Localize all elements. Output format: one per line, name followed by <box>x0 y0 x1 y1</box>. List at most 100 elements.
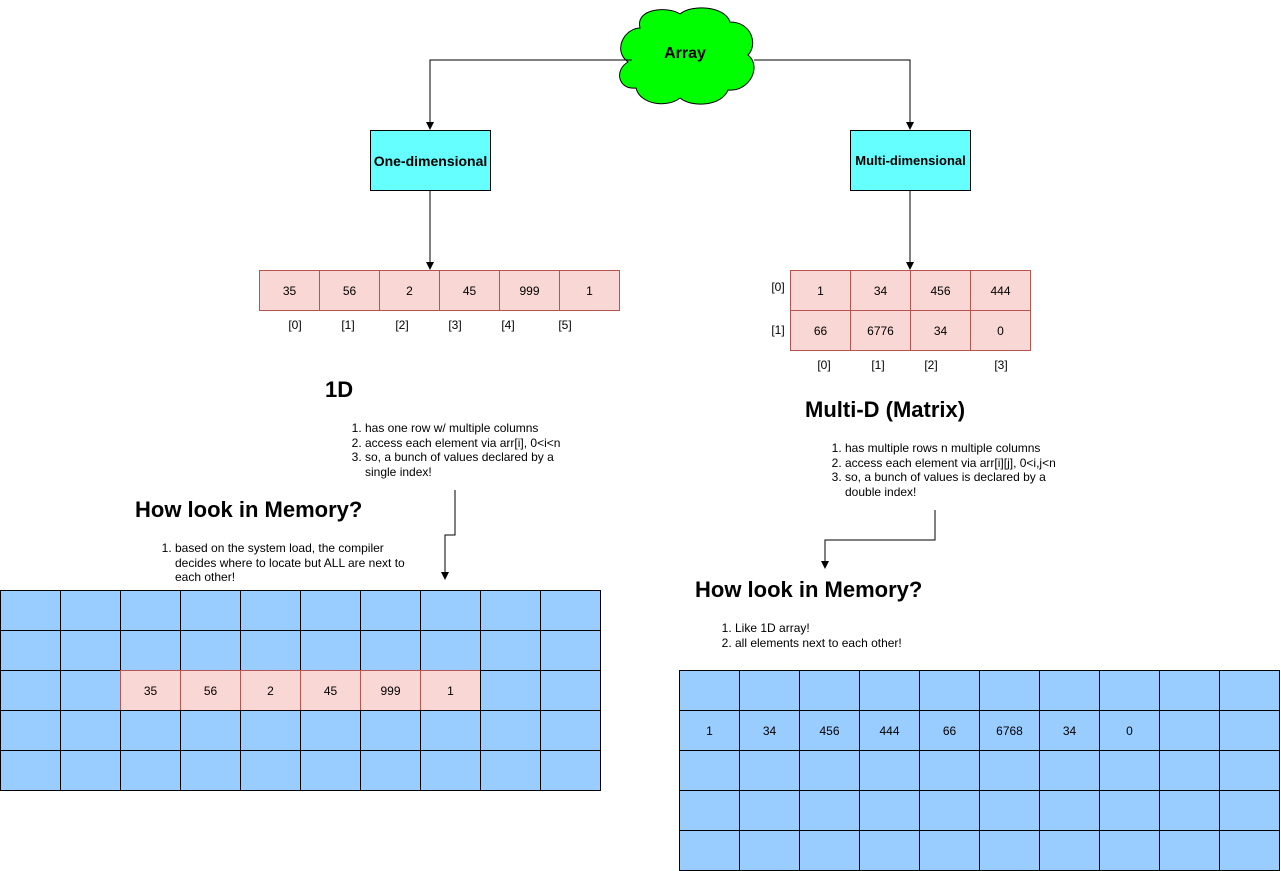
memory-cell-value: 56 <box>180 670 241 711</box>
array-cell: 56 <box>319 270 380 311</box>
memory-cell <box>180 710 241 751</box>
matrix-cell: 34 <box>850 270 911 311</box>
multi-d-notes: has multiple rows n multiple columns acc… <box>830 441 1080 499</box>
memory-cell <box>180 590 241 631</box>
memory-cell <box>120 710 181 751</box>
memory-cell <box>540 750 601 791</box>
memory-cell-value: 34 <box>739 710 800 751</box>
note-item: so, a bunch of values is declared by a d… <box>845 470 1080 499</box>
memory-cell-value: 1 <box>679 710 740 751</box>
memory-cell <box>60 670 121 711</box>
memory-cell <box>859 750 920 791</box>
memory-cell <box>1099 790 1160 831</box>
edge-root-to-one-d <box>426 59 632 130</box>
memory-cell <box>1099 750 1160 791</box>
memory-cell <box>240 750 301 791</box>
matrix-col-index: [2] <box>924 358 938 372</box>
array-index: [5] <box>558 318 572 332</box>
one-d-memory-notes: based on the system load, the compiler d… <box>160 541 415 585</box>
memory-cell-value: 2 <box>240 670 301 711</box>
matrix-cell: 456 <box>910 270 971 311</box>
memory-cell <box>300 590 361 631</box>
memory-cell <box>679 790 740 831</box>
note-item: has one row w/ multiple columns <box>365 421 580 436</box>
memory-cell <box>979 830 1040 871</box>
memory-cell <box>859 830 920 871</box>
memory-cell <box>979 750 1040 791</box>
memory-cell <box>360 710 421 751</box>
edge-one-d-notes-to-memory <box>441 490 456 580</box>
array-index: [2] <box>395 318 409 332</box>
memory-cell <box>799 830 860 871</box>
memory-cell <box>60 750 121 791</box>
matrix-cell: 66 <box>790 310 851 351</box>
memory-cell <box>180 630 241 671</box>
memory-cell <box>679 750 740 791</box>
matrix-col-index: [0] <box>817 358 831 372</box>
memory-cell <box>1159 830 1220 871</box>
memory-cell <box>120 630 181 671</box>
memory-cell <box>979 670 1040 711</box>
memory-cell <box>859 790 920 831</box>
memory-cell <box>799 670 860 711</box>
memory-cell <box>1039 750 1100 791</box>
memory-cell <box>859 670 920 711</box>
memory-cell <box>919 670 980 711</box>
memory-cell <box>60 710 121 751</box>
memory-cell <box>480 630 541 671</box>
matrix-cell: 34 <box>910 310 971 351</box>
memory-cell <box>540 590 601 631</box>
memory-cell <box>240 630 301 671</box>
memory-cell <box>480 590 541 631</box>
matrix-row-index: [1] <box>771 323 785 337</box>
memory-cell <box>60 590 121 631</box>
memory-cell <box>679 830 740 871</box>
note-item: access each element via arr[i][j], 0<i,j… <box>845 456 1080 471</box>
memory-cell <box>420 710 481 751</box>
memory-cell <box>300 630 361 671</box>
note-item: Like 1D array! <box>735 621 975 636</box>
array-cell: 35 <box>259 270 320 311</box>
memory-cell <box>360 750 421 791</box>
memory-cell <box>1159 670 1220 711</box>
memory-cell <box>240 710 301 751</box>
one-d-notes: has one row w/ multiple columns access e… <box>350 421 580 479</box>
one-d-heading: 1D <box>325 377 354 402</box>
memory-cell <box>1039 830 1100 871</box>
memory-cell <box>0 670 61 711</box>
note-item: access each element via arr[i], 0<i<n <box>365 436 580 451</box>
memory-cell <box>1219 670 1280 711</box>
matrix-col-index: [1] <box>871 358 885 372</box>
array-index: [1] <box>341 318 355 332</box>
note-item: all elements next to each other! <box>735 636 975 651</box>
array-cell: 999 <box>499 270 560 311</box>
multi-d-memory-heading: How look in Memory? <box>695 577 923 602</box>
memory-cell <box>300 750 361 791</box>
array-index: [4] <box>501 318 515 332</box>
memory-cell <box>739 790 800 831</box>
memory-cell <box>540 710 601 751</box>
memory-cell <box>480 710 541 751</box>
array-cloud-shape <box>619 7 755 105</box>
matrix-row-index: [0] <box>771 280 785 294</box>
matrix-cell: 6776 <box>850 310 911 351</box>
memory-cell <box>420 630 481 671</box>
memory-cell <box>1219 750 1280 791</box>
memory-cell <box>1039 790 1100 831</box>
memory-cell <box>540 630 601 671</box>
array-cell: 45 <box>439 270 500 311</box>
memory-cell-value: 35 <box>120 670 181 711</box>
memory-cell <box>919 750 980 791</box>
matrix-cell: 1 <box>790 270 851 311</box>
note-item: based on the system load, the compiler d… <box>175 541 415 585</box>
memory-cell-value: 0 <box>1099 710 1160 751</box>
array-index: [0] <box>288 318 302 332</box>
one-dimensional-node: One-dimensional <box>370 130 491 191</box>
memory-cell-value: 444 <box>859 710 920 751</box>
memory-cell <box>420 750 481 791</box>
memory-cell <box>0 710 61 751</box>
edge-root-to-multi-d <box>754 59 914 130</box>
array-root-label: Array <box>664 45 706 62</box>
array-cell: 1 <box>559 270 620 311</box>
